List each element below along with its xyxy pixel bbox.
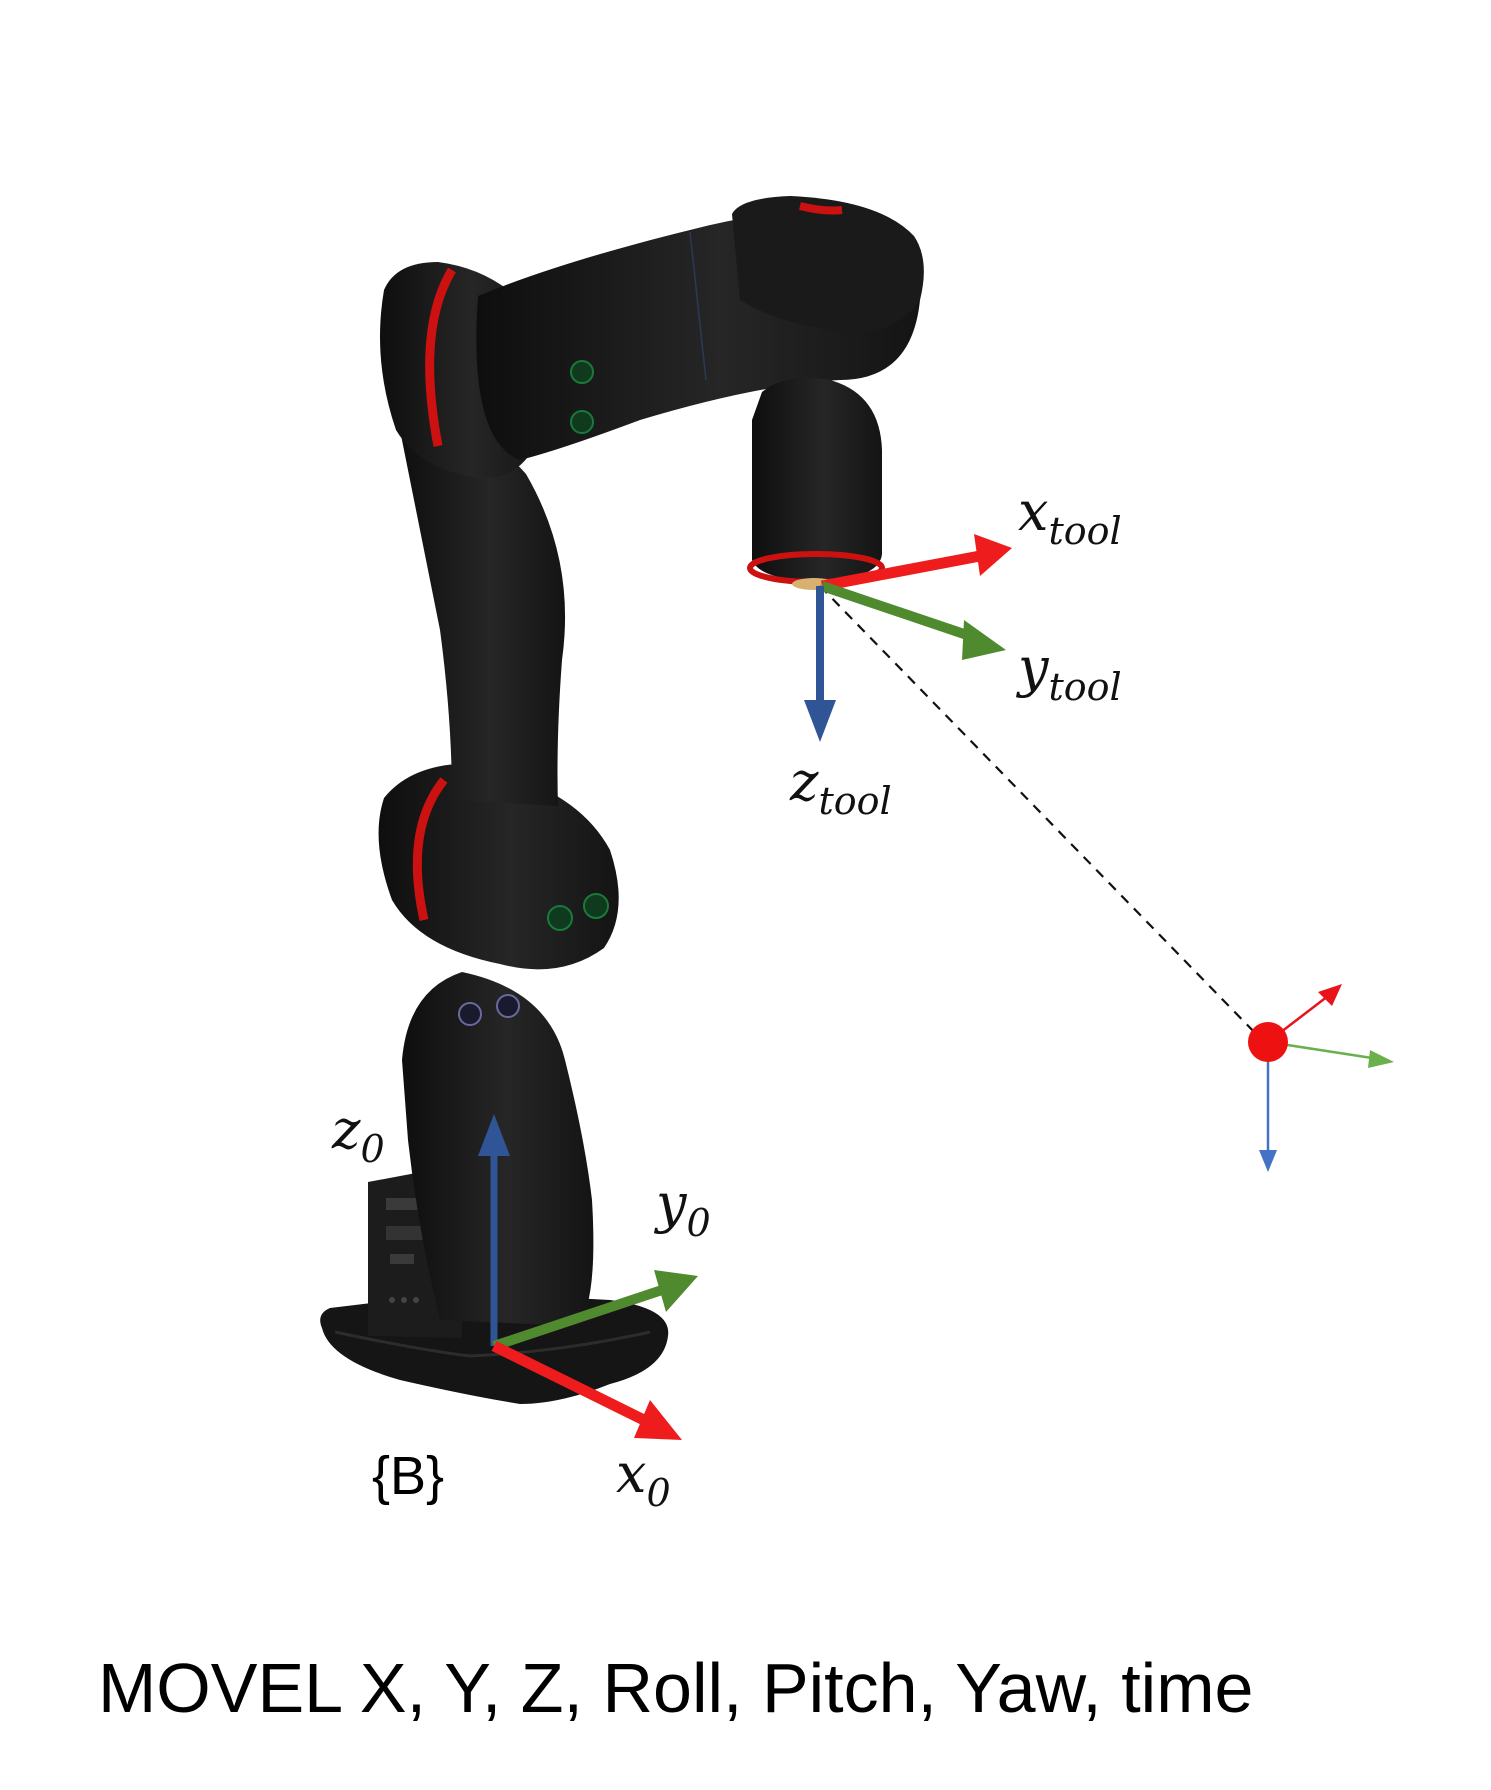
y-tool-label: ytool	[1016, 636, 1122, 709]
linear-move-path	[819, 585, 1261, 1039]
target-dot	[1248, 1022, 1288, 1062]
tool-frame	[804, 534, 1012, 742]
tool-y-arrowhead	[962, 620, 1006, 660]
base-frame	[478, 1114, 698, 1440]
base-frame-label: {B}	[372, 1446, 444, 1506]
robot-forearm	[398, 418, 566, 806]
x0-main: x	[616, 1442, 646, 1505]
z-tool-label: ztool	[789, 750, 892, 823]
robot-wrist-top	[732, 196, 924, 332]
target-point-icon	[1248, 984, 1394, 1172]
x-tool-label: xtool	[1018, 480, 1122, 553]
x0-sub: 0	[646, 1471, 670, 1515]
base-y-arrowhead	[654, 1270, 698, 1312]
x-tool-main: x	[1018, 480, 1048, 543]
y-tool-sub: tool	[1049, 665, 1122, 709]
z0-sub: 0	[360, 1127, 384, 1171]
y0-sub: 0	[687, 1201, 711, 1245]
command-caption: MOVEL X, Y, Z, Roll, Pitch, Yaw, time	[98, 1649, 1253, 1727]
y-tool-main: y	[1016, 636, 1050, 699]
z0-main: z	[331, 1098, 361, 1161]
tool-x-arrowhead	[974, 534, 1012, 576]
base-z-arrowhead	[478, 1114, 510, 1156]
robot-wrist-down	[752, 377, 882, 582]
x0-label: x0	[616, 1442, 671, 1515]
tool-z-arrowhead	[804, 700, 836, 742]
y0-main: y	[654, 1172, 688, 1235]
collaborative-robot-arm-icon	[320, 196, 924, 1404]
z-tool-sub: tool	[818, 779, 891, 823]
z-tool-main: z	[789, 750, 819, 813]
x-tool-sub: tool	[1048, 509, 1121, 553]
z0-label: z0	[331, 1098, 385, 1171]
base-x-arrowhead	[634, 1400, 682, 1440]
y0-label: y0	[654, 1172, 711, 1245]
